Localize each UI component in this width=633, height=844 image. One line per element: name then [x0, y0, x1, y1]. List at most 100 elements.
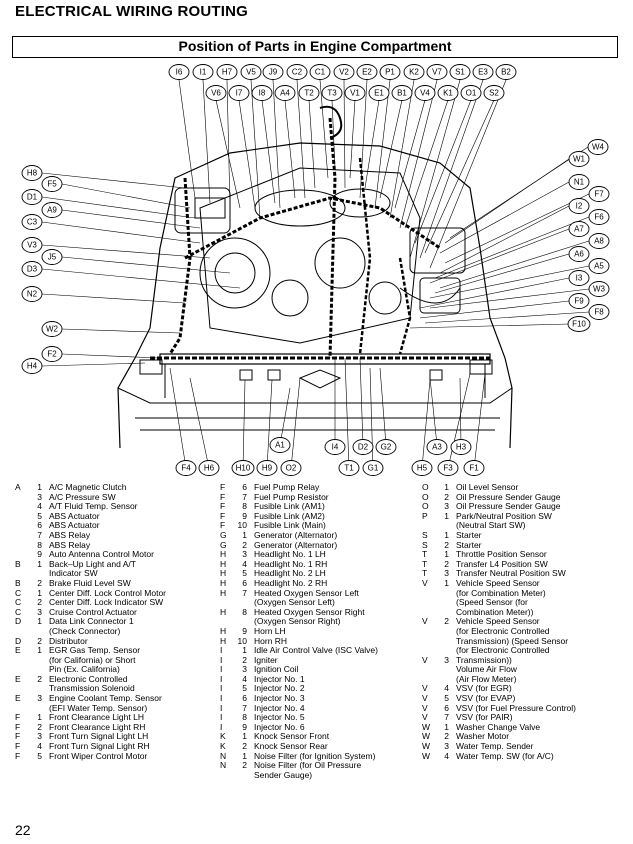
svg-text:I7: I7 [236, 89, 243, 98]
legend-code [15, 541, 31, 551]
legend-entry: (Air Flow Meter) [422, 674, 576, 685]
legend-part-name: (Neutral Start SW) [456, 520, 526, 531]
svg-text:A5: A5 [594, 262, 604, 271]
legend-part-name: Oil Pressure Sender Gauge [456, 501, 561, 512]
legend-part-name: Fusible Link (AM2) [254, 510, 325, 521]
callout-V4: V4 [414, 85, 436, 101]
legend-part-name: Transmission)) [456, 654, 512, 665]
legend-part-name: (for Electronic Controlled [456, 625, 550, 636]
legend-code: I [220, 683, 223, 694]
legend-number: 1 [444, 482, 449, 492]
page-number: 22 [15, 822, 31, 838]
legend-code [15, 512, 31, 522]
legend-number: 1 [444, 529, 449, 540]
svg-text:F8: F8 [594, 308, 604, 317]
callout-W4: W4 [587, 139, 609, 155]
legend-code: I [220, 712, 223, 723]
legend-code: V [422, 616, 428, 627]
legend-part-name: Electronic Controlled [49, 673, 128, 684]
legend-entry: Combination Meter)) [422, 607, 576, 618]
legend-code: O [422, 501, 429, 512]
legend-code: W [422, 731, 431, 742]
legend-part-name: Oil Level Sensor [456, 482, 519, 492]
legend-part-name: ABS Relay [49, 529, 91, 540]
legend-code: W [422, 741, 431, 752]
page-title: ELECTRICAL WIRING ROUTING [15, 3, 249, 20]
legend-number [438, 637, 456, 647]
svg-text:J5: J5 [48, 253, 57, 262]
callout-W1: W1 [568, 151, 590, 167]
callout-F7: F7 [588, 186, 610, 202]
legend-part-name: Knock Sensor Rear [254, 741, 328, 752]
svg-text:G1: G1 [368, 464, 379, 473]
legend-number: 5 [242, 683, 247, 694]
legend-code [15, 521, 31, 531]
svg-text:C1: C1 [315, 68, 326, 77]
legend-number: 2 [444, 491, 449, 502]
legend-number: 6 [242, 693, 247, 704]
legend-number: 2 [242, 539, 247, 550]
legend-code: O [422, 482, 429, 492]
callout-D2: D2 [352, 439, 374, 455]
legend-part-name: VSV (for EGR) [456, 683, 512, 694]
legend-number: 4 [37, 501, 42, 512]
svg-text:W3: W3 [593, 285, 606, 294]
svg-text:H5: H5 [417, 464, 428, 473]
legend-number: 5 [37, 510, 42, 521]
legend-entry: Pin (Ex. California) [15, 665, 166, 675]
callout-A5: A5 [588, 258, 610, 274]
svg-text:W4: W4 [592, 143, 605, 152]
svg-text:I6: I6 [176, 68, 183, 77]
callout-T1: T1 [338, 460, 360, 476]
callout-bubbles: I6 I1 H7 V5 J9 C2 C1 V2 E2 P1 K2 V7 S1 E… [21, 64, 610, 476]
legend-code: S [422, 529, 428, 540]
svg-text:V3: V3 [27, 241, 37, 250]
legend-part-name: Injector No. 4 [254, 702, 305, 713]
legend-number: 7 [242, 491, 247, 502]
legend-part-name: Injector No. 3 [254, 693, 305, 704]
legend-part-name: Water Temp. Sender [456, 741, 534, 752]
legend-part-name: Fuel Pump Resistor [254, 491, 329, 502]
callout-S1: S1 [449, 64, 471, 80]
callout-N2: N2 [21, 286, 43, 302]
legend-part-name: Transfer Neutral Position SW [456, 568, 566, 579]
svg-text:V7: V7 [432, 68, 442, 77]
svg-text:W2: W2 [46, 325, 59, 334]
legend-part-name: Vehicle Speed Sensor [456, 616, 540, 627]
callout-H4: H4 [21, 358, 43, 374]
legend-code: K [220, 741, 226, 752]
legend-part-name: Engine Coolant Temp. Sensor [49, 693, 162, 704]
legend-entry: (for California) or Short [15, 655, 166, 666]
callout-I8: I8 [251, 85, 273, 101]
legend-code: F [15, 712, 21, 723]
legend-part-name: Headlight No. 2 LH [254, 568, 326, 579]
callout-F9: F9 [568, 293, 590, 309]
callout-F3: F3 [437, 460, 459, 476]
callout-O2: O2 [280, 460, 302, 476]
legend-code: G [220, 529, 227, 540]
callout-F2: F2 [41, 346, 63, 362]
legend-entry: Indicator SW [15, 569, 166, 579]
callout-V1: V1 [344, 85, 366, 101]
legend-number: 4 [242, 558, 247, 569]
legend-part-name: Transfer L4 Position SW [456, 558, 548, 569]
legend-number: 1 [444, 549, 449, 560]
callout-A4: A4 [274, 85, 296, 101]
